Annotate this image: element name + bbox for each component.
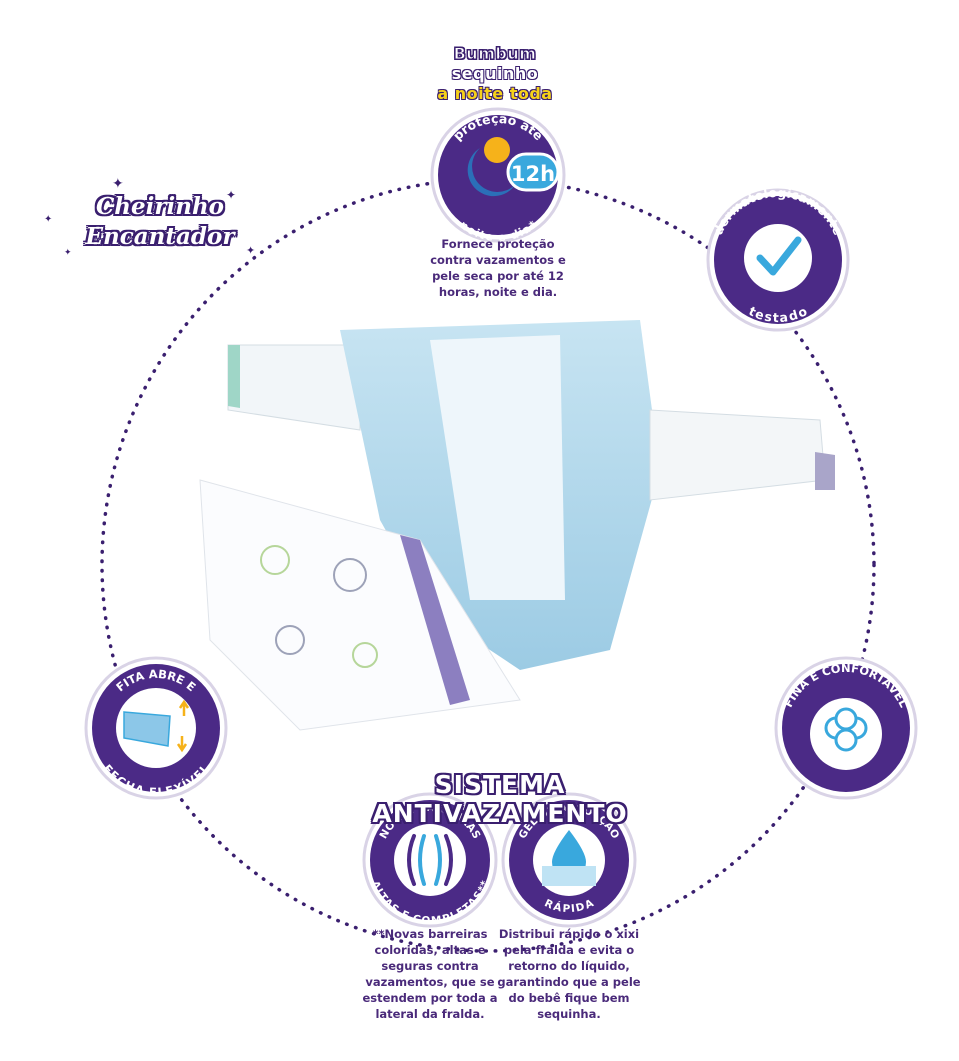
brand-line-1: Bumbum: [453, 44, 537, 64]
scent-logo: Cheirinho Encantador: [60, 192, 260, 252]
system-title: SISTEMA ANTIVAZAMENTO: [372, 770, 628, 828]
scent-line-2: Encantador: [85, 223, 235, 250]
cotton-icon: [824, 707, 868, 752]
brand-line-3: a noite toda: [437, 84, 553, 103]
brand-line-2: sequinho: [451, 64, 539, 83]
sparkle-icon: ✦: [246, 244, 256, 257]
svg-text:testado: testado: [746, 303, 809, 325]
sparkle-icon: ✦: [44, 214, 53, 225]
protection-badge: proteção até noite e dia* 12h: [430, 107, 566, 244]
brand-logo: Bumbum sequinho a noite toda: [420, 44, 570, 104]
barriers-description: **Novas barreiras coloridas, altas e seg…: [362, 927, 498, 1021]
tape-icon: [123, 711, 171, 747]
sun-icon: [484, 137, 510, 163]
gel-description: Distribui rápido o xixi pela fralda e ev…: [497, 927, 641, 1021]
diaper-illustration: [199, 320, 835, 731]
tape-badge: FITA ABRE E FECHA FLEXÍVEL: [84, 656, 228, 800]
svg-text:RÁPIDA: RÁPIDA: [542, 897, 596, 915]
gel-badge: GEL DE ABSORÇÃO RÁPIDA: [501, 792, 637, 928]
sparkle-icon: ✦: [112, 176, 124, 192]
sparkle-icon: ✦: [226, 188, 237, 202]
dotted-ring: [100, 177, 876, 953]
sparkle-icon: ✦: [64, 248, 72, 258]
protection-description: Fornece proteção contra vazamentos e pel…: [430, 237, 566, 299]
derm-badge: dermatologicamente testado: [706, 185, 850, 332]
checkmark-icon: [756, 236, 802, 276]
derm-arc-bottom: testado: [746, 303, 809, 325]
gel-arc-bottom: RÁPIDA: [542, 897, 596, 915]
soft-badge: FINA E CONFORTÁVEL: [774, 656, 918, 800]
barrier-icon: [407, 834, 453, 886]
protection-hours: 12h: [511, 162, 555, 186]
scent-line-1: Cheirinho: [95, 193, 225, 220]
